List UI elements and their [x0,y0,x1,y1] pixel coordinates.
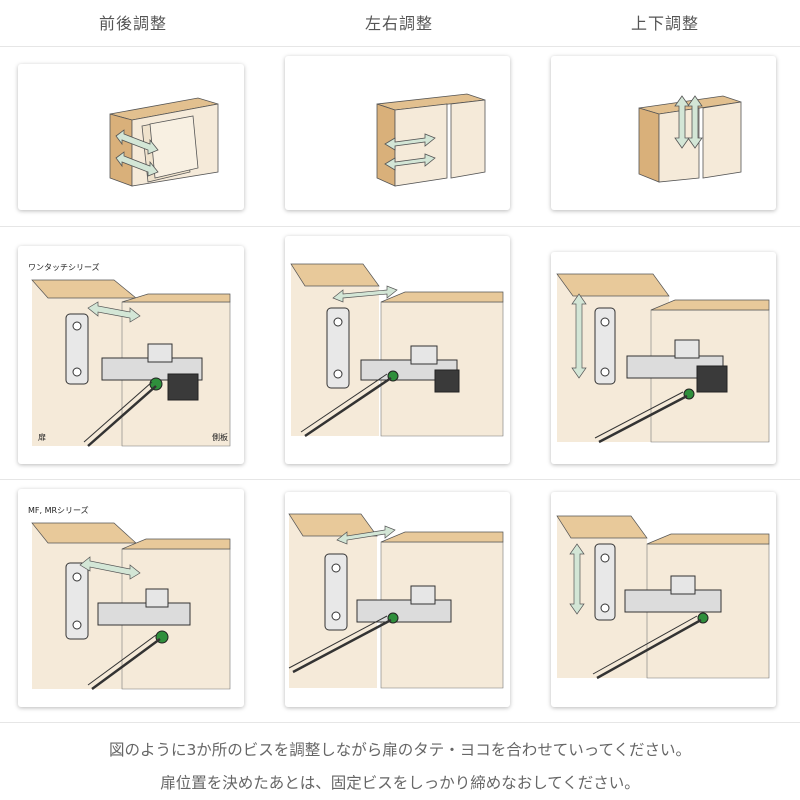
instruction-line-2: 扉位置を決めたあとは、固定ビスをしっかり締めなおしてください。 [160,774,640,792]
row-divider-1 [0,226,800,227]
one-touch-series-label: ワンタッチシリーズ [28,263,100,272]
side-panel-label: 側板 [212,433,228,442]
mf-mr-left-right-diagram [288,513,504,689]
one-touch-up-down-card [551,252,776,464]
mf-mr-front-back-card: MF, MRシリーズ [18,489,244,707]
header-up-down: 上下調整 [630,14,699,33]
mf-mr-up-down-diagram [556,515,770,680]
column-headers: 前後調整 左右調整 上下調整 [0,0,800,44]
door-label: 扉 [38,433,46,442]
cabinet-up-down-card [551,56,776,210]
one-touch-left-right-diagram [290,263,504,438]
header-divider [0,46,800,47]
cabinet-front-back-card [18,64,244,210]
one-touch-front-back-card: ワンタッチシリーズ 扉 側板 [18,246,244,464]
row-divider-2 [0,479,800,480]
mf-mr-left-right-card [285,492,510,707]
one-touch-up-down-diagram [556,273,770,444]
instruction-line-1: 図のように3か所のビスを調整しながら扉のタテ・ヨコを合わせていってください。 [108,741,692,759]
cabinet-left-right-card [285,56,510,210]
header-left-right: 左右調整 [364,14,433,33]
one-touch-front-back-diagram [31,279,231,447]
header-front-back: 前後調整 [98,14,167,33]
cabinet-up-down-diagram [638,95,742,183]
row-divider-3 [0,722,800,723]
mf-mr-up-down-card [551,492,776,707]
mf-mr-series-label: MF, MRシリーズ [28,506,89,515]
cabinet-left-right-diagram [376,93,486,187]
cabinet-front-back-diagram [109,97,219,187]
mf-mr-front-back-diagram [31,522,231,691]
one-touch-left-right-card [285,236,510,464]
